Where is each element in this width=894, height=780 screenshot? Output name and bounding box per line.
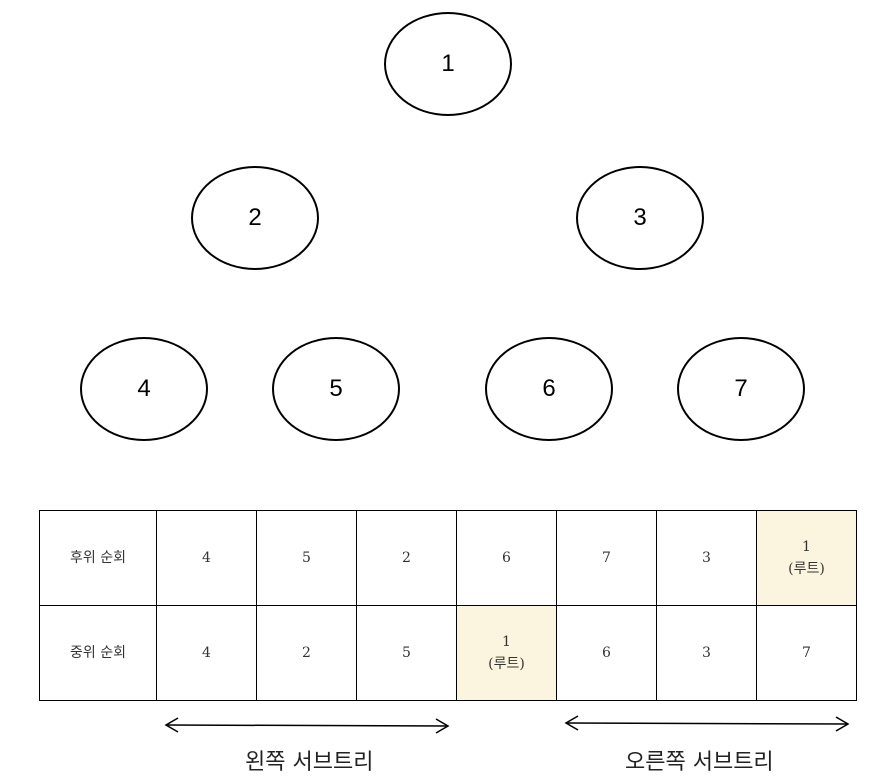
tree-node-6: 6	[485, 337, 613, 441]
postorder-label: 후위 순회	[39, 510, 157, 606]
inorder-cell: 6	[556, 605, 657, 701]
inorder-cell: 4	[156, 605, 257, 701]
postorder-row: 후위 순회 4 5 2 6 7 3 1 (루트)	[39, 510, 857, 606]
tree-node-5: 5	[272, 337, 400, 441]
postorder-cell: 6	[456, 510, 557, 606]
inorder-cell: 2	[256, 605, 357, 701]
right-subtree-arrow	[564, 715, 850, 732]
postorder-cell: 2	[356, 510, 457, 606]
right-subtree-label: 오른쪽 서브트리	[625, 750, 774, 775]
inorder-cell: 7	[756, 605, 857, 701]
tree-node-7: 7	[677, 337, 805, 441]
inorder-label: 중위 순회	[39, 605, 157, 701]
tree-node-4: 4	[80, 337, 208, 441]
subtree-arrows	[164, 715, 850, 734]
inorder-root-note: (루트)	[488, 656, 525, 672]
tree-node-1: 1	[384, 12, 512, 116]
inorder-root-cell: 1 (루트)	[456, 605, 557, 701]
tree-node-3: 3	[576, 166, 704, 270]
inorder-root-value: 1	[502, 633, 511, 650]
left-subtree-label: 왼쪽 서브트리	[245, 750, 374, 775]
tree-node-2: 2	[191, 166, 319, 270]
postorder-cell: 5	[256, 510, 357, 606]
inorder-row: 중위 순회 4 2 5 1 (루트) 6 3 7	[39, 605, 857, 701]
postorder-root-value: 1	[802, 538, 811, 555]
traversal-table: 후위 순회 4 5 2 6 7 3 1 (루트) 중위 순회 4 2 5 1 (…	[39, 510, 857, 701]
postorder-cell: 3	[656, 510, 757, 606]
left-subtree-arrow	[164, 717, 450, 734]
inorder-cell: 5	[356, 605, 457, 701]
postorder-cell: 4	[156, 510, 257, 606]
postorder-root-cell: 1 (루트)	[756, 510, 857, 606]
postorder-cell: 7	[556, 510, 657, 606]
postorder-root-note: (루트)	[788, 561, 825, 577]
inorder-cell: 3	[656, 605, 757, 701]
